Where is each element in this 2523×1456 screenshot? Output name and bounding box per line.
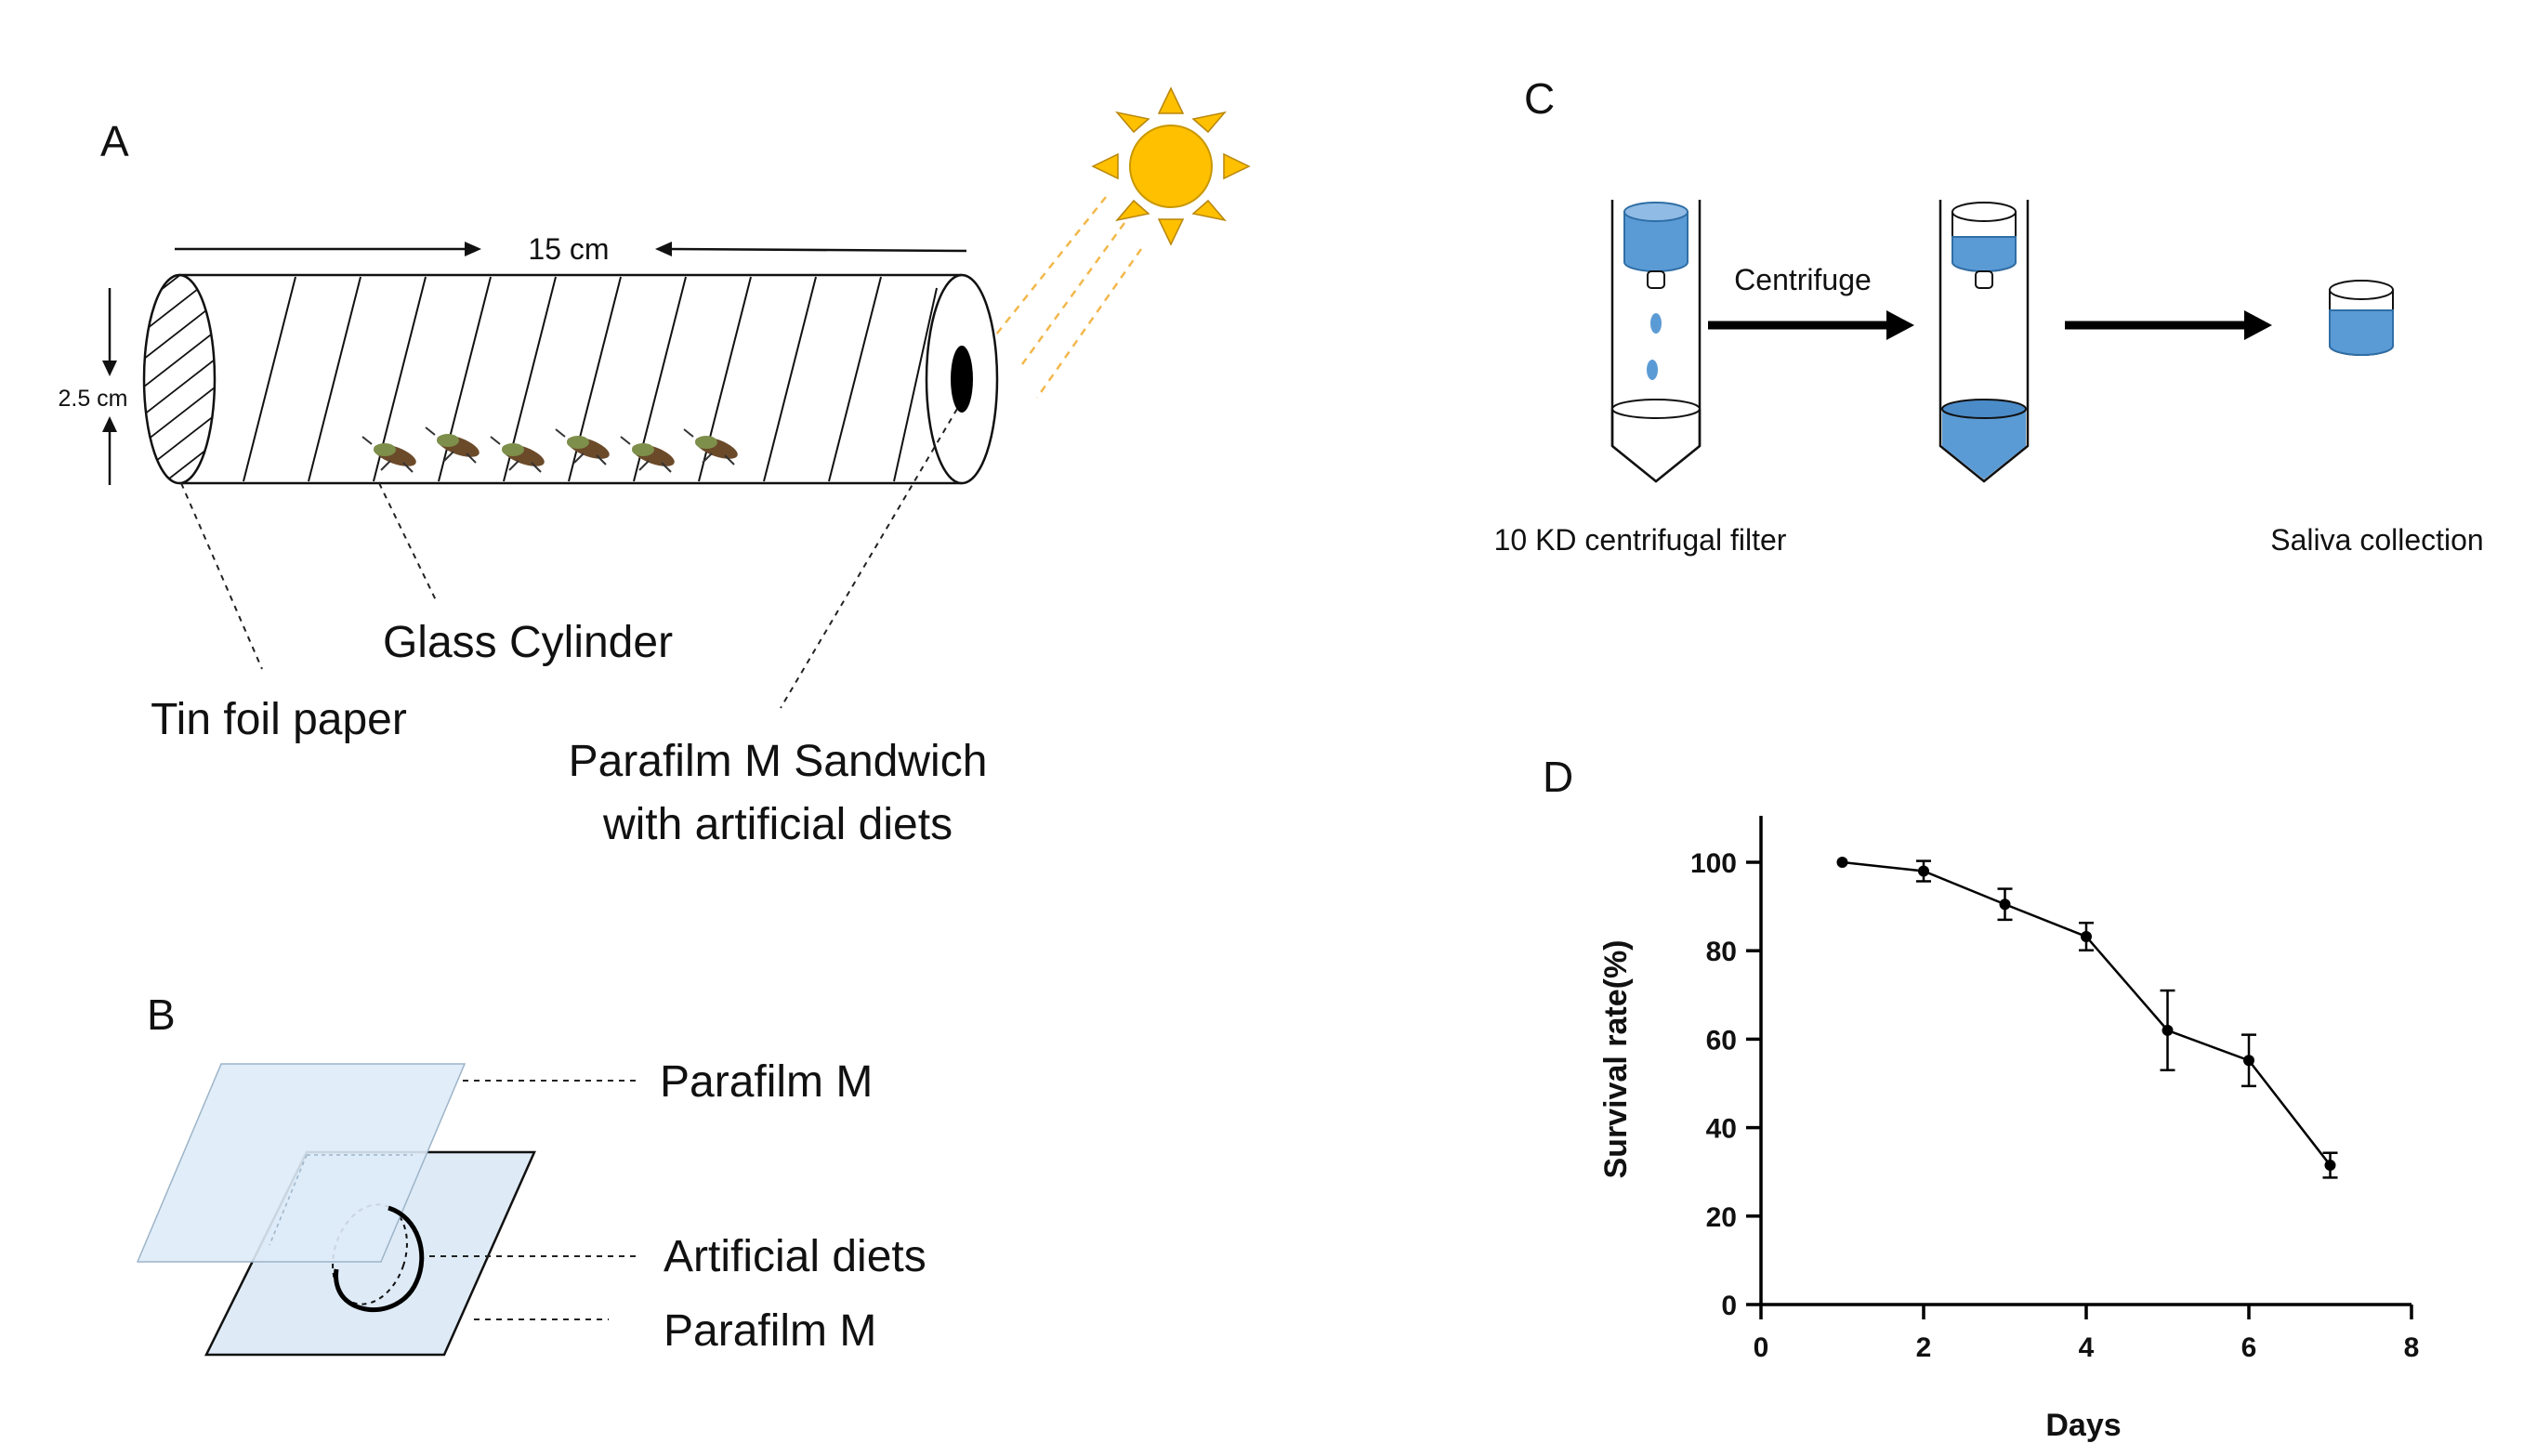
sun-icon: [1091, 86, 1251, 246]
y-tick-label: 20: [1706, 1202, 1737, 1233]
y-tick-label: 80: [1706, 937, 1737, 967]
x-tick-label: 0: [1754, 1332, 1769, 1363]
x-tick-label: 4: [2079, 1332, 2095, 1363]
y-tick-label: 60: [1706, 1025, 1737, 1056]
artificial-diets-label: Artificial diets: [664, 1232, 926, 1281]
diameter-dimension-arrows: [102, 288, 117, 485]
insect-icon: [683, 428, 738, 466]
y-tick-label: 0: [1721, 1291, 1737, 1321]
x-tick-label: 8: [2404, 1332, 2420, 1363]
bottom-parafilm-label: Parafilm M: [664, 1306, 876, 1356]
saliva-vial-icon: [2329, 280, 2394, 356]
x-tick-label: 2: [1916, 1332, 1932, 1363]
survival-chart: 0 20 40 60 80 100 0 2 4 6 8 Days Survival rate(%): [1598, 816, 2419, 1443]
insect-icon: [361, 436, 416, 473]
data-point: [2243, 1055, 2254, 1067]
filter-tube-after: [1938, 200, 2030, 483]
data-point: [2162, 1024, 2174, 1036]
centrifuge-arrow: [1708, 310, 1914, 340]
glass-leader-line: [378, 482, 438, 603]
sun-rays: [995, 196, 1143, 399]
tin-leader-line: [180, 482, 263, 670]
insects: [361, 426, 738, 473]
filter-tube-before: [1610, 200, 1702, 483]
x-axis-title: Days: [2045, 1408, 2121, 1443]
length-label: 15 cm: [528, 232, 609, 266]
parafilm-sandwich-diagram: [136, 1063, 536, 1357]
tin-foil-label: Tin foil paper: [151, 695, 407, 744]
y-tick-label: 100: [1690, 848, 1737, 879]
panel-d-letter: D: [1543, 753, 1573, 801]
insect-icon: [425, 426, 480, 464]
saliva-collection-label: Saliva collection: [2270, 523, 2483, 557]
top-parafilm-sheet: [136, 1063, 466, 1263]
glass-cylinder-label: Glass Cylinder: [383, 618, 673, 667]
tin-foil-cap: [142, 273, 217, 485]
artificial-diet-ring: [334, 1205, 425, 1313]
diameter-label: 2.5 cm: [58, 386, 127, 412]
sandwich-leader-line: [780, 408, 958, 709]
survival-line: [1842, 860, 2332, 1166]
top-parafilm-label: Parafilm M: [660, 1057, 873, 1107]
panel-b-letter: B: [147, 990, 176, 1039]
centrifuge-label: Centrifuge: [1734, 263, 1872, 296]
data-point: [2324, 1160, 2336, 1172]
sandwich-label-line1: Parafilm M Sandwich: [569, 737, 988, 786]
collection-arrow: [2065, 310, 2272, 340]
filter-label: 10 KD centrifugal filter: [1494, 523, 1787, 557]
panel-c-letter: C: [1524, 74, 1555, 123]
data-point: [1918, 865, 1929, 877]
insect-icon: [555, 428, 610, 466]
sandwich-label-line2: with artificial diets: [602, 800, 953, 849]
data-point: [1999, 899, 2011, 911]
y-tick-label: 40: [1706, 1114, 1737, 1145]
length-dimension-arrows: [175, 242, 967, 256]
x-tick-label: 6: [2241, 1332, 2257, 1363]
insect-icon: [620, 436, 675, 473]
data-point: [2081, 930, 2092, 942]
insect-icon: [490, 436, 545, 473]
y-axis-title: Survival rate(%): [1598, 940, 1634, 1179]
data-point: [1836, 857, 1848, 868]
panel-a-letter: A: [100, 117, 129, 165]
